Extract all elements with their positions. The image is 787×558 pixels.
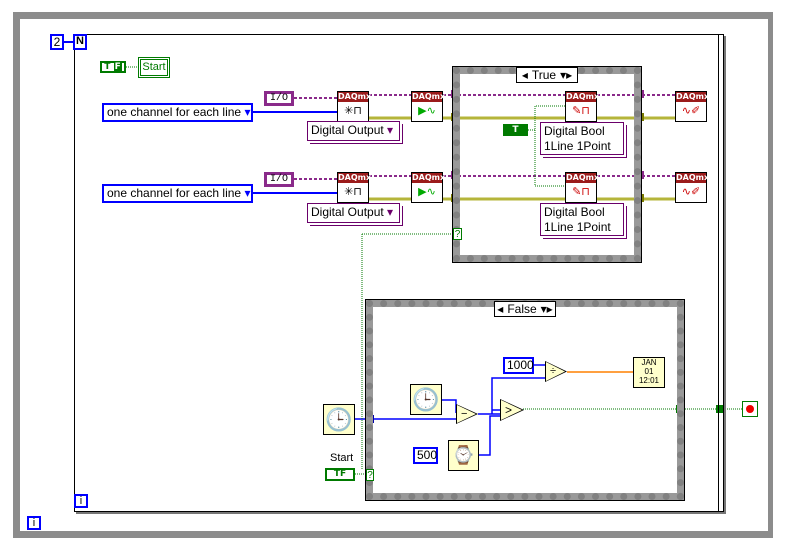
daqmx-write-1[interactable]: DAQmx✎⊓ (565, 91, 599, 122)
stop-icon (746, 405, 754, 413)
start-label: Start (330, 452, 354, 464)
for-loop-right-edge (718, 34, 724, 512)
daqmx-create-channel-2[interactable]: DAQmx✳⊓ (337, 172, 371, 203)
write-icon: ✎⊓ (572, 105, 590, 117)
constant-1000[interactable]: 1000 (503, 357, 534, 374)
constant-500[interactable]: 500 (413, 447, 438, 464)
count-terminal: N (73, 34, 87, 50)
true-case-selector[interactable]: ◂True▾▸ (516, 67, 578, 83)
start-local-variable[interactable]: Start (138, 57, 170, 78)
line-grouping-enum-2[interactable]: one channel for each line ▾ (102, 184, 253, 203)
start-task-icon: ▶∿ (418, 186, 436, 198)
daqmx-create-channel-1[interactable]: DAQmx✳⊓ (337, 91, 371, 122)
while-iteration-terminal: i (27, 516, 41, 530)
daqmx-clear-task-2[interactable]: DAQmx∿✐ (675, 172, 709, 203)
false-case-selector-terminal: ? (366, 469, 374, 481)
start-task-icon: ▶∿ (418, 105, 436, 117)
line-grouping-wire (253, 111, 337, 194)
io-constant-2[interactable]: I/O (264, 172, 294, 187)
daqmx-start-task-1[interactable]: DAQmx▶∿ (411, 91, 445, 122)
start-false-constant[interactable]: T F (100, 61, 126, 73)
line-grouping-enum-1[interactable]: one channel for each line ▾ (102, 103, 253, 122)
daqmx-start-task-2[interactable]: DAQmx▶∿ (411, 172, 445, 203)
while-loop (13, 12, 773, 538)
stop-terminal (742, 401, 758, 417)
io-constant-1[interactable]: I/O (264, 91, 294, 106)
numeric-wire (355, 364, 545, 456)
tick-count-icon[interactable]: 🕒 (323, 404, 355, 435)
channel-type-ring-2[interactable]: Digital Output ▾ (307, 203, 400, 223)
channel-type-ring-1[interactable]: Digital Output ▾ (307, 121, 400, 141)
daqmx-write-2[interactable]: DAQmx✎⊓ (565, 172, 599, 203)
clear-task-icon: ∿✐ (681, 105, 701, 117)
wait-ms-icon[interactable]: ⌚ (448, 440, 479, 471)
loop-count-constant[interactable]: 2 (50, 34, 64, 50)
true-case-selector-terminal: ? (453, 228, 462, 240)
create-channel-icon: ✳⊓ (344, 105, 362, 117)
count-wire (64, 41, 73, 43)
tick-count-icon-2[interactable]: 🕒 (410, 384, 442, 415)
daqmx-clear-task-1[interactable]: DAQmx∿✐ (675, 91, 709, 122)
task-wire (294, 94, 675, 180)
false-case-selector[interactable]: ◂False▾▸ (494, 301, 556, 317)
true-constant[interactable]: T (503, 124, 528, 136)
create-channel-icon: ✳⊓ (344, 186, 362, 198)
for-iteration-terminal: i (74, 494, 88, 508)
write-icon: ✎⊓ (572, 186, 590, 198)
clear-task-icon: ∿✐ (681, 186, 701, 198)
start-control[interactable]: TF (325, 468, 355, 481)
